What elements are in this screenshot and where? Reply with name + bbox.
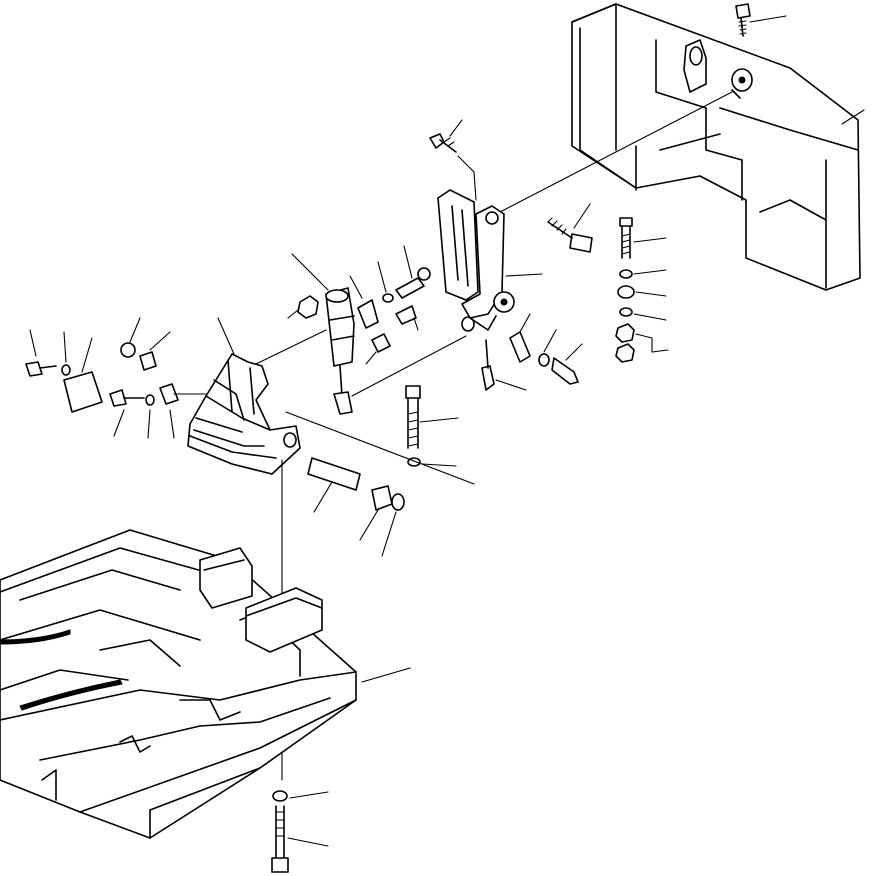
long-bolt-center bbox=[405, 385, 459, 467]
assembly-line-middle bbox=[351, 335, 467, 397]
bottom-bolt bbox=[271, 790, 329, 873]
upper-link-arm bbox=[429, 119, 593, 332]
counterweight bbox=[571, 3, 865, 291]
assembly-line-upper bbox=[499, 91, 733, 213]
pin-assembly-right bbox=[481, 313, 583, 391]
bolt-stack-right bbox=[615, 217, 669, 363]
assembly-line-cylinder bbox=[255, 329, 327, 365]
left-small-parts bbox=[25, 317, 207, 439]
base-bracket bbox=[187, 317, 301, 475]
lower-pin-bushing bbox=[285, 411, 475, 557]
machine-frame bbox=[0, 529, 411, 839]
cylinder-assembly bbox=[287, 245, 431, 415]
